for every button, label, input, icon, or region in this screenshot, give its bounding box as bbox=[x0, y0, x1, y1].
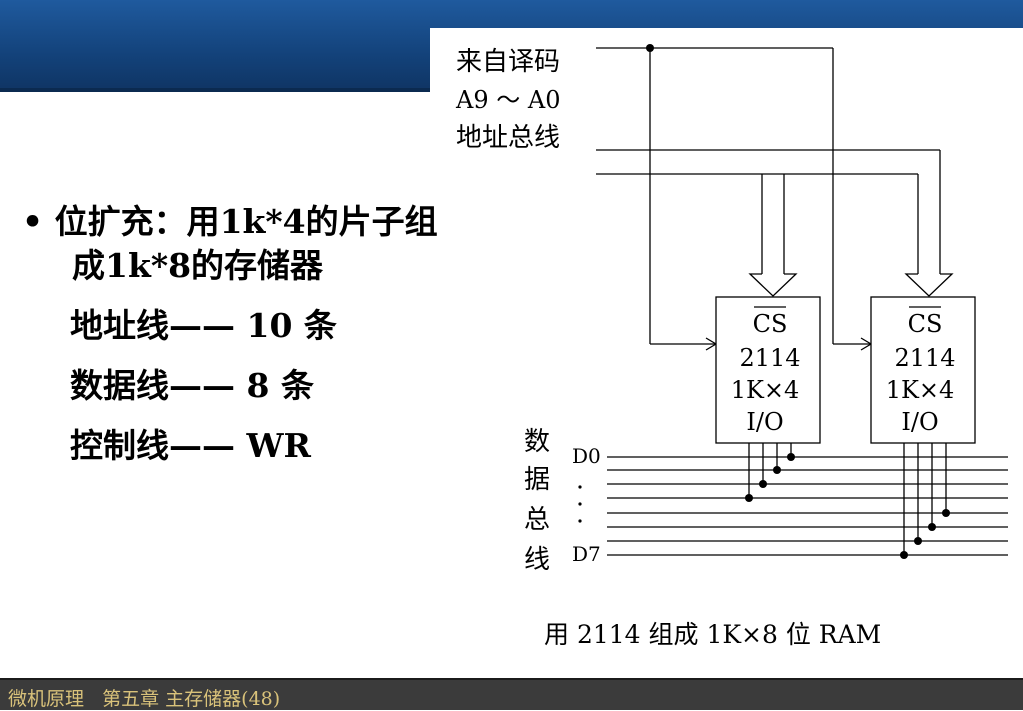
data-bus-label-2: 据 bbox=[524, 465, 550, 495]
chip1-io-label: I/O bbox=[746, 408, 783, 436]
bullet-point: • 位扩充：用1k*4的片子组 bbox=[22, 200, 542, 244]
slide-body: • 位扩充：用1k*4的片子组 成1k*8的存储器 地址线—— 10 条 数据线… bbox=[22, 200, 542, 476]
bullet-icon: • bbox=[22, 202, 55, 241]
data-bus-lines bbox=[607, 443, 1008, 556]
spec-address-lines: 地址线—— 10 条 bbox=[70, 306, 337, 345]
data-bus-label-1: 数 bbox=[524, 427, 550, 457]
ellipsis-dots bbox=[578, 485, 582, 523]
chip2-io-label: I/O bbox=[901, 408, 938, 436]
d0-label: D0 bbox=[572, 444, 601, 468]
diagram-caption: 用 2114 组成 1K×8 位 RAM bbox=[544, 620, 881, 649]
data-bus-label-4: 线 bbox=[524, 545, 550, 575]
junction-dot bbox=[646, 44, 654, 52]
bullet-text-1: 位扩充：用1k*4的片子组 bbox=[54, 202, 438, 241]
diagram-panel bbox=[430, 28, 1023, 98]
chip2-cs-label: CS bbox=[908, 310, 943, 338]
bullet-text-2: 成1k*8的存储器 bbox=[72, 246, 324, 285]
data-bus-label-3: 总 bbox=[524, 505, 550, 535]
chip-2114-2: CS 2114 1K×4 I/O bbox=[870, 296, 976, 444]
chip2-name-label: 2114 bbox=[894, 344, 955, 372]
footer-bar: 微机原理 第五章 主存储器(48) bbox=[0, 678, 1023, 710]
address-bus-lines bbox=[596, 47, 954, 351]
chip2-org-label: 1K×4 bbox=[886, 376, 955, 404]
addr-label-3: 地址总线 bbox=[456, 123, 560, 153]
addr-label-1: 来自译码 bbox=[456, 47, 560, 77]
data-bus-junctions bbox=[745, 453, 950, 559]
addr-label-2: A9 ～ A0 bbox=[455, 86, 560, 114]
chip1-cs-label: CS bbox=[753, 310, 788, 338]
d7-label: D7 bbox=[572, 542, 601, 566]
spec-data-lines: 数据线—— 8 条 bbox=[70, 366, 314, 405]
header-stripe bbox=[0, 88, 430, 92]
spec-control-lines: 控制线—— WR bbox=[70, 426, 311, 465]
chip1-org-label: 1K×4 bbox=[731, 376, 800, 404]
chip1-name-label: 2114 bbox=[739, 344, 800, 372]
chip-2114-1: CS 2114 1K×4 I/O bbox=[715, 296, 821, 444]
footer-text: 微机原理 第五章 主存储器(48) bbox=[8, 688, 281, 710]
